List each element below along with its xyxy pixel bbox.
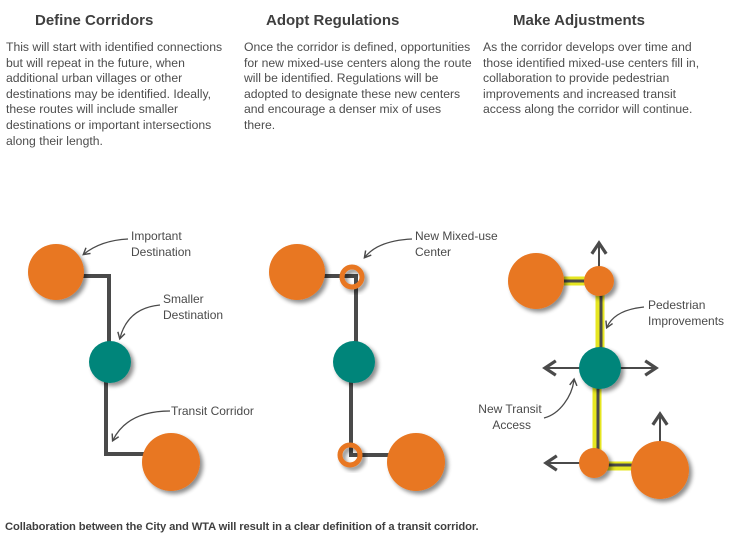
body-adopt-regulations: Once the corridor is defined, opportunit… [244,40,472,132]
important-destination-node [387,433,445,491]
label-pedestrian-improvements: Pedestrian Improvements [648,298,724,328]
transit-corridor-line [80,274,111,345]
important-destination-node [508,253,564,309]
label-new-transit-access: New Transit Access [478,402,545,432]
label-smaller-destination: Smaller Destination [163,292,223,322]
label-important-destination: Important Destination [131,229,191,259]
smaller-destination-node [333,341,375,383]
heading-define-corridors: Define Corridors [35,12,154,29]
label-transit-corridor: Transit Corridor [171,404,254,418]
body-define-corridors: This will start with identified connecti… [6,40,223,148]
callout-arrow-icon [543,377,578,419]
callout-arrow-icon [111,410,171,443]
mixed-use-center-node [579,448,609,478]
smaller-destination-node [89,341,131,383]
new-mixed-use-center-ring [339,264,365,290]
smaller-destination-node [579,347,621,389]
new-mixed-use-center-ring [337,442,363,468]
diagram-define-corridors: Important Destination Smaller Destinatio… [28,229,254,491]
transit-corridor-line [320,274,358,345]
transit-corridor-line [349,380,390,457]
callout-arrow-icon [117,304,161,341]
callout-arrow-icon [605,306,645,330]
important-destination-node [631,441,689,499]
figure-caption: Collaboration between the City and WTA w… [5,521,479,533]
callout-arrow-icon [363,238,413,259]
heading-adopt-regulations: Adopt Regulations [266,12,400,29]
callout-arrow-icon [82,238,129,256]
mixed-use-center-node [584,266,614,296]
transit-corridor-line [104,380,150,456]
diagram-make-adjustments: Pedestrian Improvements New Transit Acce… [478,240,724,499]
column-adopt-regulations: Adopt Regulations Once the corridor is d… [244,0,474,134]
heading-make-adjustments: Make Adjustments [513,12,645,29]
column-define-corridors: Define Corridors This will start with id… [6,0,238,149]
diagram-adopt-regulations: New Mixed-use Center [269,229,501,491]
column-make-adjustments: Make Adjustments As the corridor develop… [483,0,713,118]
important-destination-node [269,244,325,300]
important-destination-node [142,433,200,491]
important-destination-node [28,244,84,300]
label-new-mixed-use-center: New Mixed-use Center [415,229,501,259]
body-make-adjustments: As the corridor develops over time and t… [483,40,700,117]
